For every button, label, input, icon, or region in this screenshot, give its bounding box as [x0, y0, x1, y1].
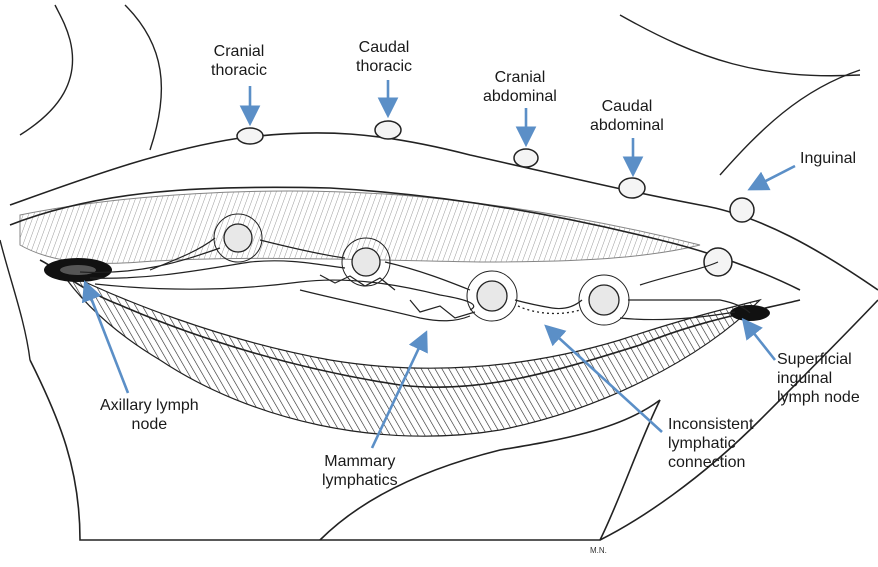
nipple-caudal-abdominal	[619, 178, 645, 198]
nipple-cranial-abdominal	[514, 149, 538, 167]
arrow-inguinal	[752, 166, 795, 188]
label-inguinal: Inguinal	[800, 149, 856, 168]
artist-signature: M.N.	[590, 546, 607, 555]
nipple-cranial-thoracic	[237, 128, 263, 144]
nipple-inguinal	[730, 198, 754, 222]
nipple-caudal-thoracic	[375, 121, 401, 139]
arrow-superficial-inguinal	[745, 322, 775, 360]
